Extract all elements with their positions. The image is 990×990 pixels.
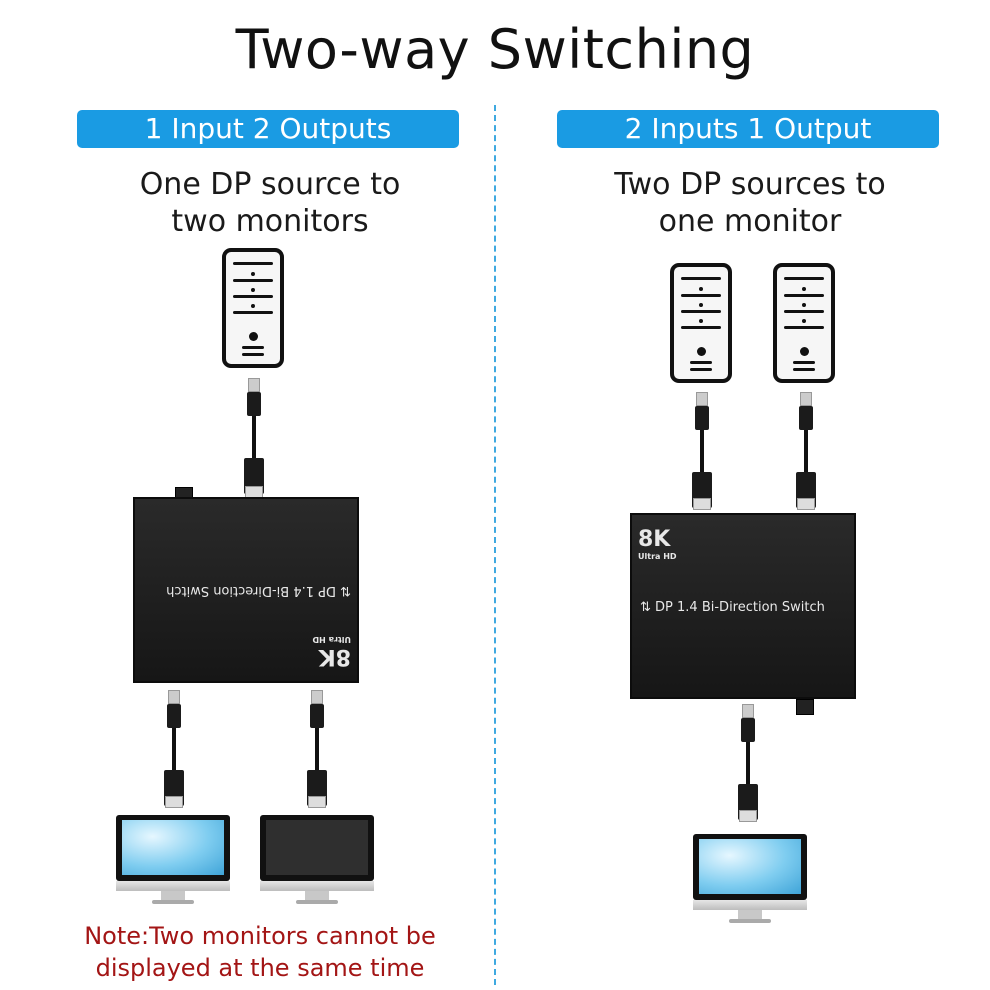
note-text: Note:Two monitors cannot be displayed at… — [40, 920, 480, 984]
brand-label: 8K — [638, 527, 671, 552]
pc-tower-icon — [222, 248, 284, 368]
note-line: Note:Two monitors cannot be — [84, 922, 436, 950]
description-line: Two DP sources to — [614, 167, 886, 202]
mode-label-right: 2 Inputs 1 Output — [557, 110, 939, 148]
switch-button-icon — [796, 699, 814, 715]
monitor-icon — [693, 834, 807, 924]
brand-sub-label: Ultra HD — [312, 635, 351, 644]
device-name: DP 1.4 Bi-Direction Switch — [166, 583, 336, 598]
dp-cable-icon — [736, 704, 760, 822]
page-title: Two-way Switching — [235, 18, 755, 81]
device-name-label: ⇅ DP 1.4 Bi-Direction Switch — [166, 583, 351, 598]
note-line: displayed at the same time — [95, 954, 425, 982]
mode-label-left: 1 Input 2 Outputs — [77, 110, 459, 148]
dp-switch-device-left: ⇅ DP 1.4 Bi-Direction Switch 8K Ultra HD — [133, 497, 359, 683]
description-line: two monitors — [171, 204, 369, 239]
device-name: DP 1.4 Bi-Direction Switch — [655, 600, 825, 615]
monitor-screen-on — [122, 820, 224, 875]
device-name-label: ⇅ DP 1.4 Bi-Direction Switch — [640, 600, 825, 615]
pc-tower-icon — [773, 263, 835, 383]
dp-cable-icon — [242, 378, 266, 498]
section-divider — [494, 105, 496, 985]
monitor-icon — [260, 815, 374, 905]
dp-cable-icon — [794, 392, 818, 510]
brand-label: 8K — [318, 644, 351, 669]
dp-cable-icon — [305, 690, 329, 808]
description-left: One DP source to two monitors — [60, 166, 480, 240]
description-line: One DP source to — [139, 167, 401, 202]
brand-sub-label: Ultra HD — [638, 552, 677, 561]
bidirectional-arrows-icon: ⇅ — [340, 583, 351, 598]
monitor-screen-off — [266, 820, 368, 875]
dp-cable-icon — [690, 392, 714, 510]
dp-switch-device-right: 8K Ultra HD ⇅ DP 1.4 Bi-Direction Switch — [630, 513, 856, 699]
dp-cable-icon — [162, 690, 186, 808]
monitor-icon — [116, 815, 230, 905]
monitor-screen-on — [699, 839, 801, 894]
pc-tower-icon — [670, 263, 732, 383]
description-right: Two DP sources to one monitor — [540, 166, 960, 240]
description-line: one monitor — [658, 204, 842, 239]
bidirectional-arrows-icon: ⇅ — [640, 600, 651, 615]
